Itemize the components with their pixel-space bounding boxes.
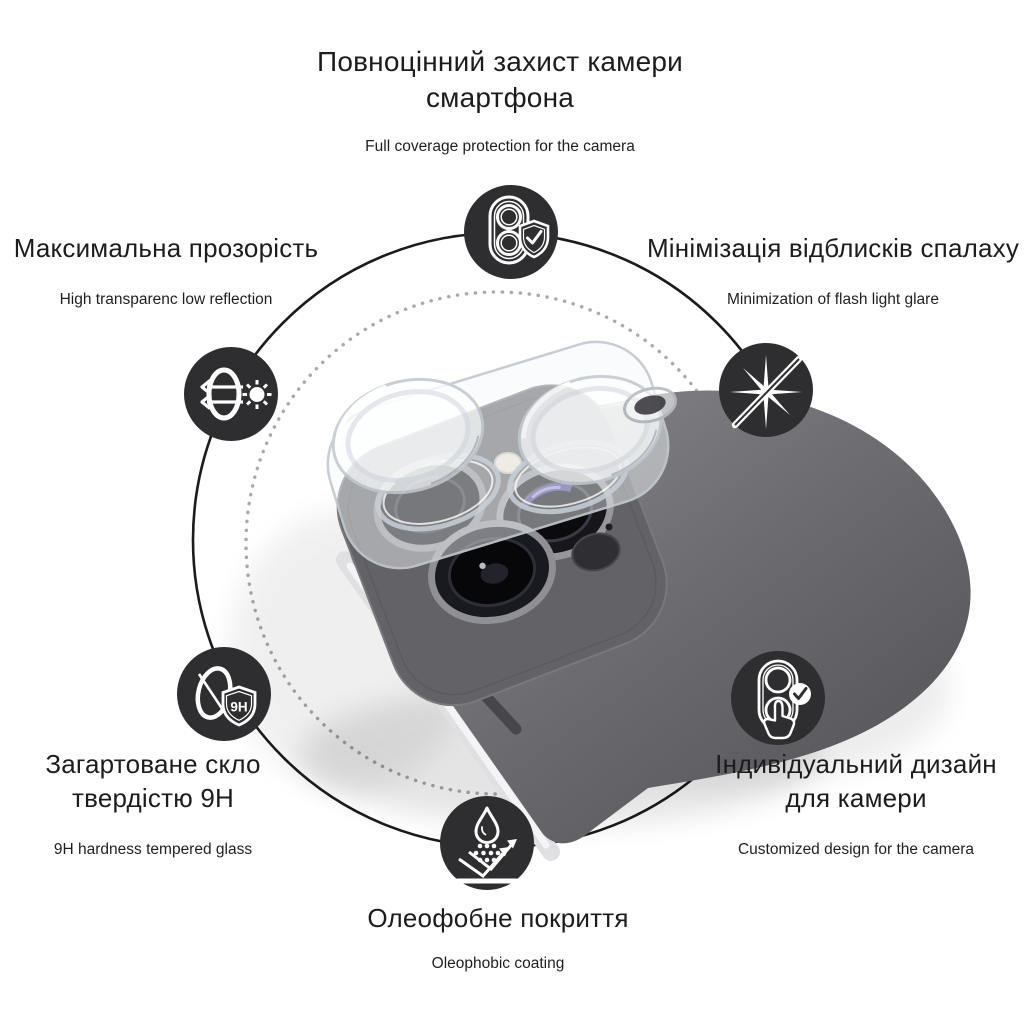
lidar-sensor bbox=[571, 532, 621, 572]
glass-protector-flash-hole bbox=[623, 386, 677, 424]
pointing-hand-icon bbox=[762, 699, 796, 740]
feature-top-title-line2: смартфона bbox=[425, 82, 575, 113]
camera-lens-bottom bbox=[428, 519, 556, 625]
hardness-9h-shield-icon: 9H bbox=[176, 646, 272, 742]
shield-9h-label: 9H bbox=[230, 700, 247, 715]
glass-protector-ring-left bbox=[331, 377, 485, 495]
no-flash-glare-icon bbox=[718, 342, 814, 438]
feature-bottom-right-subtitle: Customized design for the camera bbox=[737, 841, 975, 858]
feature-right-subtitle: Minimization of flash light glare bbox=[727, 291, 939, 308]
feature-bottom-right-title-line2: для камери bbox=[785, 783, 927, 813]
feature-bottom-left-subtitle: 9H hardness tempered glass bbox=[53, 841, 253, 858]
feature-right-title: Мінімізація відблисків спалаху bbox=[646, 233, 1020, 263]
feature-top-title-line1: Повноцінний захист камери bbox=[317, 46, 683, 77]
feature-bottom-left-text: Загартоване скло твердістю 9H 9H hardnes… bbox=[45, 747, 260, 859]
feature-left-text: Максимальна прозорість High transparenc … bbox=[14, 231, 319, 309]
feature-bottom-right-text: Індивідуальний дизайн для камери Customi… bbox=[715, 747, 997, 859]
feature-right-text: Мінімізація відблисків спалаху Minimizat… bbox=[647, 231, 1019, 309]
mic-hole bbox=[605, 523, 613, 531]
transparency-sun-icon bbox=[183, 346, 279, 442]
feature-bottom-right-title-line1: Індивідуальний дизайн bbox=[715, 749, 997, 779]
feature-bottom-left-title-line1: Загартоване скло bbox=[45, 749, 261, 779]
feature-top-subtitle: Full coverage protection for the camera bbox=[365, 138, 635, 155]
feature-bottom-left-title-line2: твердістю 9H bbox=[72, 783, 234, 813]
feature-top-text: Повноцінний захист камери смартфона Full… bbox=[317, 44, 683, 156]
feature-bottom-subtitle: Oleophobic coating bbox=[431, 955, 565, 972]
feature-left-subtitle: High transparenc low reflection bbox=[59, 291, 273, 308]
camera-shield-icon bbox=[463, 184, 559, 280]
feature-left-title: Максимальна прозорість bbox=[13, 233, 319, 263]
feature-bottom-text: Олеофобне покриття Oleophobic coating bbox=[367, 901, 628, 973]
custom-design-check-icon bbox=[730, 650, 826, 746]
feature-bottom-title: Олеофобне покриття bbox=[367, 903, 629, 933]
glass-protector bbox=[326, 340, 677, 570]
oleophobic-coating-icon bbox=[439, 795, 535, 891]
